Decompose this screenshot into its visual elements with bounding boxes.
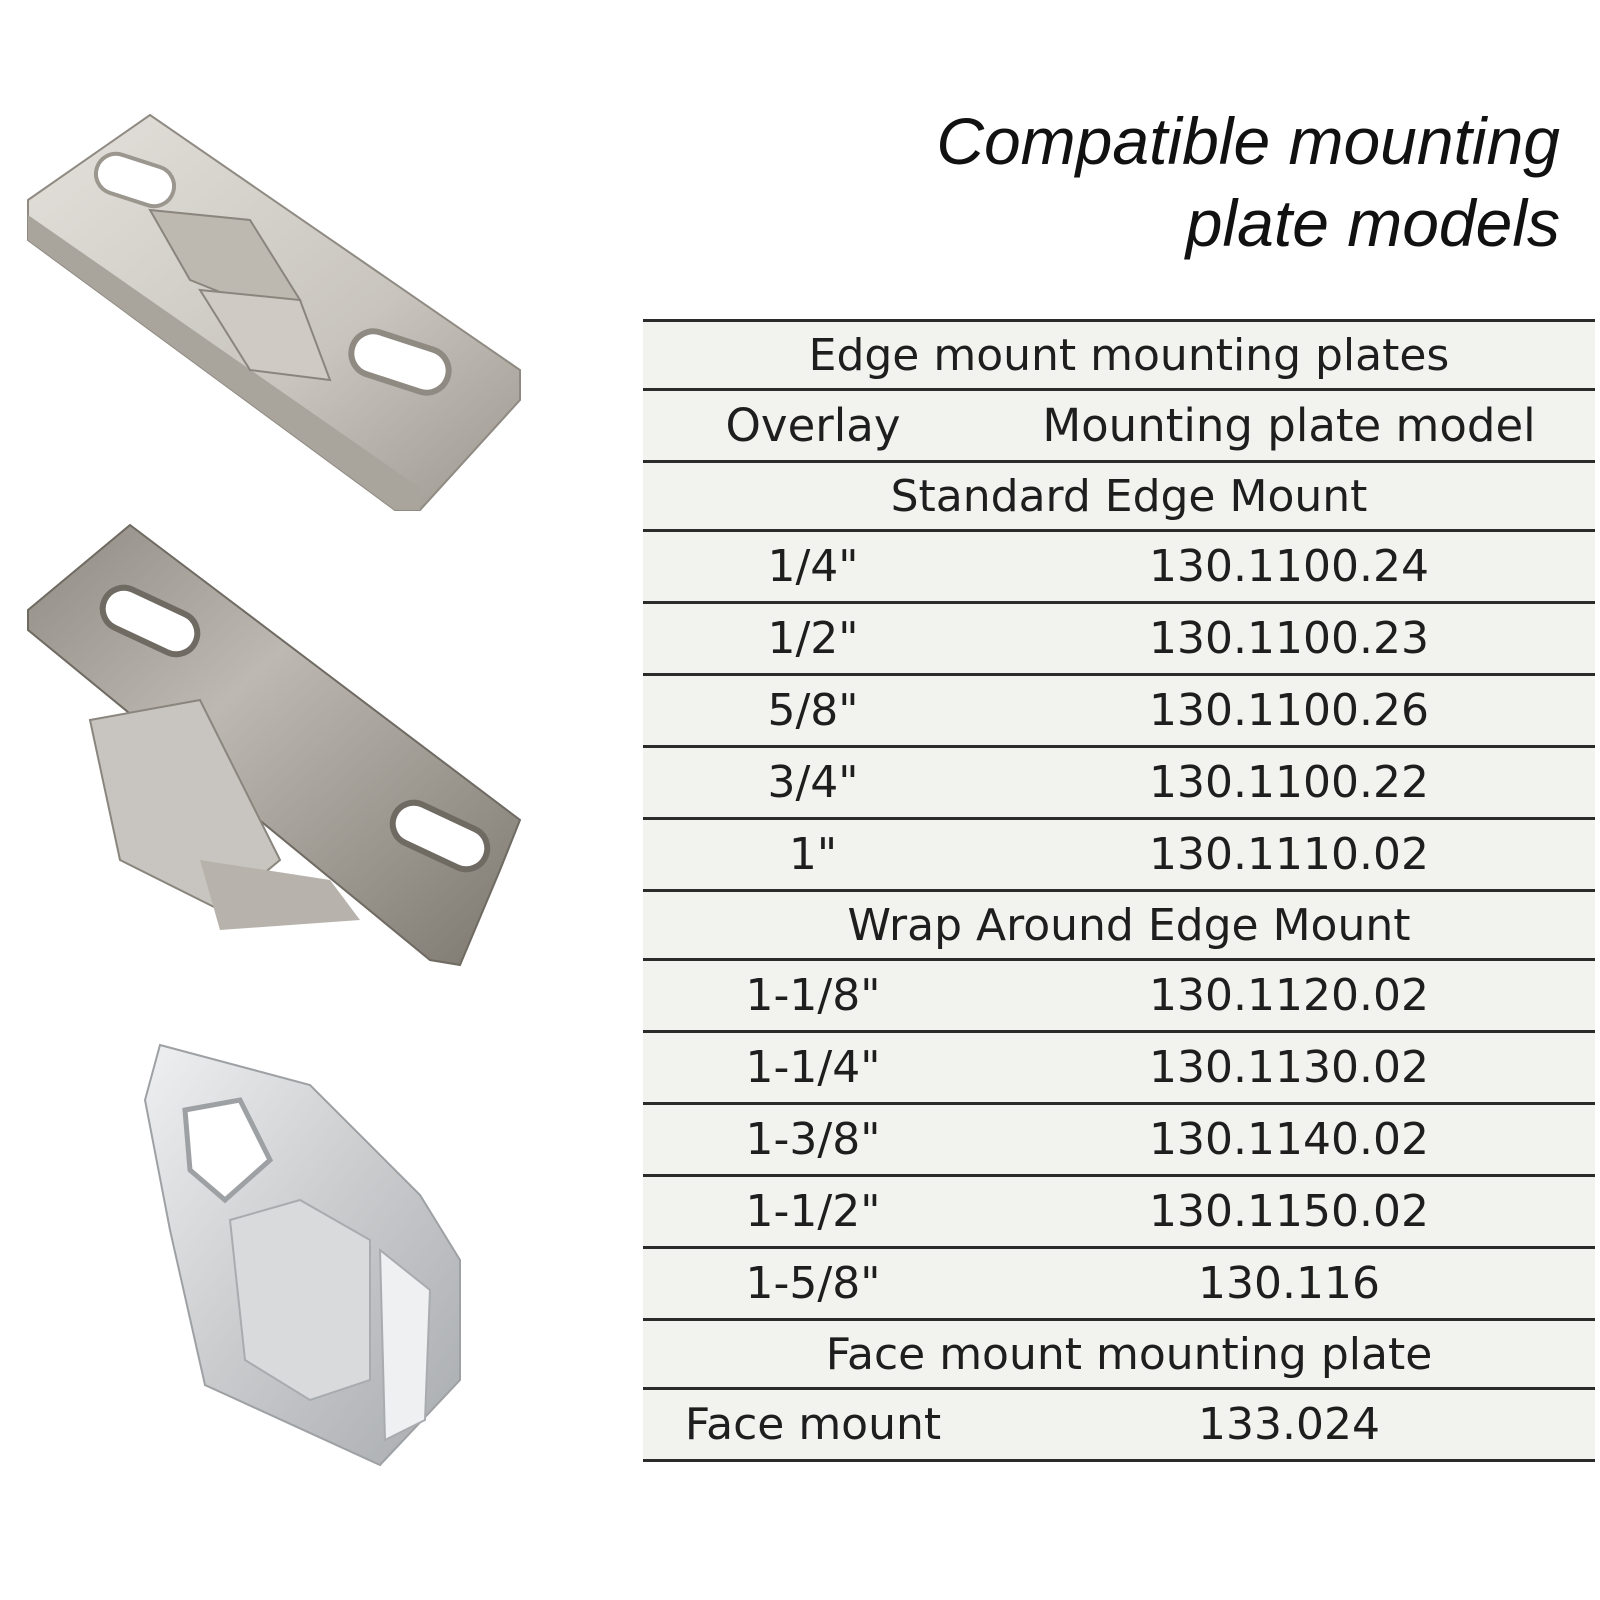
model-cell: 130.116: [1198, 1258, 1380, 1309]
model-cell: 130.1100.22: [1149, 757, 1429, 808]
overlay-cell: Face mount: [684, 1399, 942, 1450]
model-cell: 130.1100.23: [1149, 613, 1429, 664]
overlay-cell: 1-5/8": [745, 1258, 881, 1309]
model-cell: 133.024: [1198, 1399, 1380, 1450]
table-row: 1-1/8" 130.1120.02: [643, 961, 1595, 1033]
overlay-cell: 5/8": [767, 685, 859, 736]
wrap-around-plate-photo: [27, 523, 522, 967]
section-title: Wrap Around Edge Mount: [847, 899, 1411, 951]
table-row: 1-1/4" 130.1130.02: [643, 1033, 1595, 1105]
section-header-wrap-around: Wrap Around Edge Mount: [643, 892, 1595, 961]
face-mount-plate-photo: [143, 1043, 461, 1467]
product-photos: [0, 0, 640, 1600]
table-row: 1-1/2" 130.1150.02: [643, 1177, 1595, 1249]
page-title: Compatible mounting plate models: [936, 100, 1560, 264]
model-cell: 130.1100.26: [1149, 685, 1429, 736]
title-line-2: plate models: [1185, 186, 1560, 260]
table-caption: Edge mount mounting plates: [808, 329, 1450, 381]
overlay-cell: 1-1/8": [745, 970, 881, 1021]
overlay-cell: 1": [788, 829, 838, 880]
table-header-row: Overlay Mounting plate model: [643, 391, 1595, 463]
edge-mount-plate-photo: [27, 113, 521, 511]
mounting-plate-table: Edge mount mounting plates Overlay Mount…: [643, 319, 1595, 1462]
overlay-cell: 3/4": [767, 757, 859, 808]
overlay-cell: 1-1/4": [745, 1042, 881, 1093]
table-row: 1-3/8" 130.1140.02: [643, 1105, 1595, 1177]
table-row: 3/4" 130.1100.22: [643, 748, 1595, 820]
overlay-cell: 1-3/8": [745, 1114, 881, 1165]
table-row: 1" 130.1110.02: [643, 820, 1595, 892]
overlay-cell: 1-1/2": [745, 1186, 881, 1237]
table-caption-row: Edge mount mounting plates: [643, 322, 1595, 391]
model-cell: 130.1130.02: [1149, 1042, 1429, 1093]
model-cell: 130.1100.24: [1149, 541, 1429, 592]
column-header-overlay: Overlay: [725, 399, 901, 452]
mounting-plates-illustration: [27, 113, 522, 1467]
table-row: Face mount 133.024: [643, 1390, 1595, 1462]
table-row: 1/4" 130.1100.24: [643, 532, 1595, 604]
section-title: Standard Edge Mount: [890, 470, 1368, 522]
table-row: 1-5/8" 130.116: [643, 1249, 1595, 1321]
overlay-cell: 1/2": [767, 613, 859, 664]
section-header-standard: Standard Edge Mount: [643, 463, 1595, 532]
model-cell: 130.1120.02: [1149, 970, 1429, 1021]
column-header-model: Mounting plate model: [1042, 399, 1536, 452]
overlay-cell: 1/4": [767, 541, 859, 592]
model-cell: 130.1150.02: [1149, 1186, 1429, 1237]
table-row: 1/2" 130.1100.23: [643, 604, 1595, 676]
section-title: Face mount mounting plate: [825, 1328, 1433, 1380]
section-header-face-mount: Face mount mounting plate: [643, 1321, 1595, 1390]
model-cell: 130.1140.02: [1149, 1114, 1429, 1165]
title-line-1: Compatible mounting: [936, 104, 1560, 178]
model-cell: 130.1110.02: [1149, 829, 1429, 880]
table-row: 5/8" 130.1100.26: [643, 676, 1595, 748]
